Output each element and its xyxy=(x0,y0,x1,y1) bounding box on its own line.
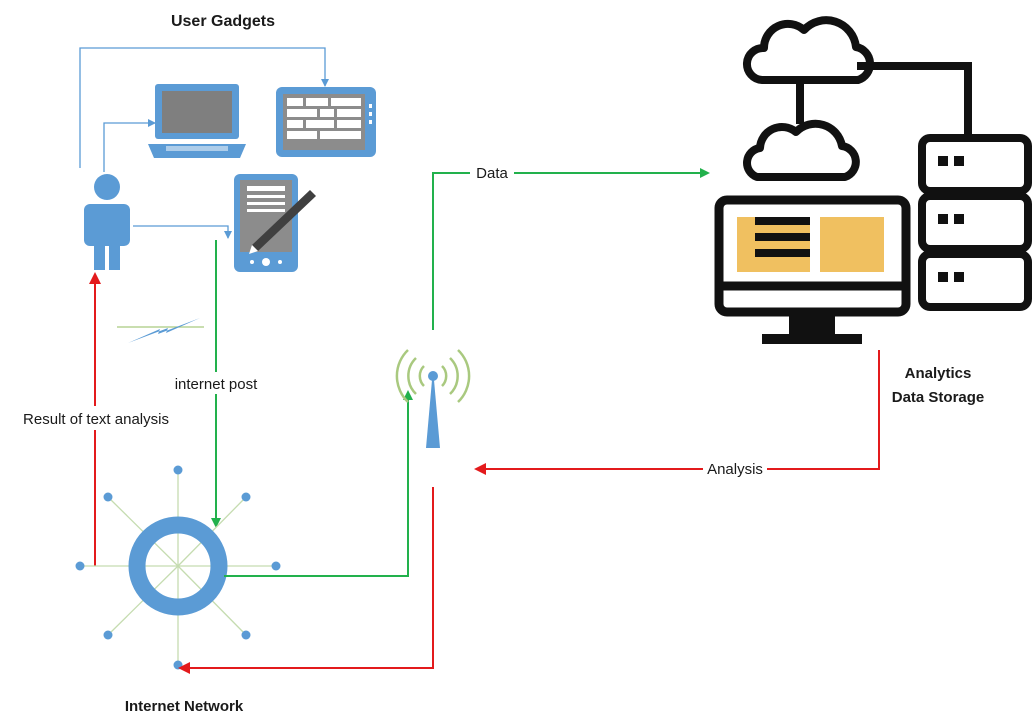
user-gadgets-title: User Gadgets xyxy=(171,13,275,30)
connector-user-to-pda xyxy=(133,225,232,239)
connector-user-to-tablet xyxy=(79,47,329,168)
user-gadget-connectors xyxy=(79,47,329,239)
data-arrow xyxy=(432,168,710,330)
connector-user-to-laptop xyxy=(103,119,156,172)
monitor-icon xyxy=(714,195,911,344)
cloud-icon-lower xyxy=(743,119,860,181)
tablet-icon xyxy=(276,87,376,157)
server-icon xyxy=(918,134,1032,311)
internet-post-label: internet post xyxy=(175,376,258,393)
user-icon xyxy=(84,174,130,270)
antenna-icon xyxy=(395,349,471,448)
network-hub-icon xyxy=(75,465,281,670)
analysis-label: Analysis xyxy=(707,461,763,478)
analysis-arrow xyxy=(474,350,880,475)
internet-network-title: Internet Network xyxy=(125,698,244,713)
cloud-icon xyxy=(743,16,875,84)
wireless-link xyxy=(117,318,204,343)
data-label: Data xyxy=(476,165,508,182)
laptop-icon xyxy=(148,84,246,158)
analytics-storage-icon xyxy=(714,16,1032,344)
result-label: Result of text analysis xyxy=(23,411,169,428)
pda-icon xyxy=(234,174,316,272)
data-storage-title: Data Storage xyxy=(892,389,985,406)
lightning-icon xyxy=(128,318,200,343)
network-to-antenna-arrow xyxy=(224,390,413,577)
analytics-title: Analytics xyxy=(905,365,972,382)
antenna-to-network-arrow xyxy=(178,487,434,674)
